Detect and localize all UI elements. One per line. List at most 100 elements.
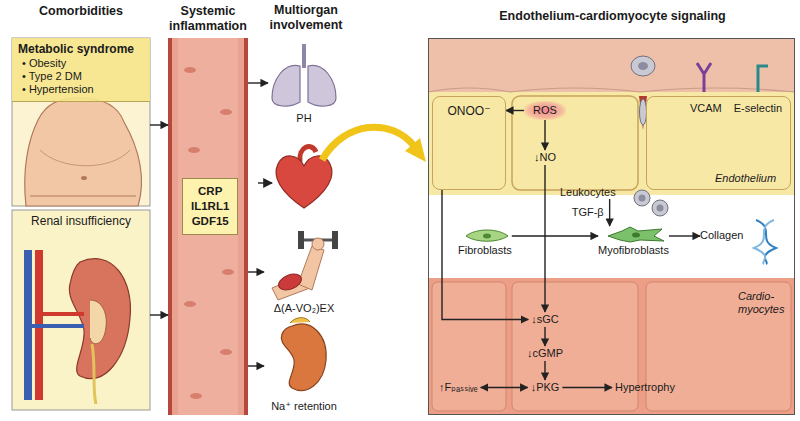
lung <box>272 65 300 106</box>
zoom-arrow <box>322 127 414 160</box>
kidney <box>69 259 130 379</box>
comorbidity-panel-text: • Type 2 DM <box>18 70 144 83</box>
endothelial-cell <box>512 96 638 190</box>
biomarker-box-text: GDF15 <box>191 214 229 229</box>
dumbbell-plate <box>298 231 304 249</box>
vessel-band: Systemic inflammationCRPIL1RL1GDF15 <box>168 38 248 415</box>
connector-arrow <box>669 235 700 236</box>
effect-label-text: Hypertrophy <box>615 381 675 394</box>
forearm <box>298 246 324 290</box>
vessel-cell <box>222 269 234 275</box>
waist-line <box>30 196 136 197</box>
molecule-label: ROS <box>524 101 566 120</box>
vessel-wall <box>244 38 248 415</box>
molecule-label-text: ↑Fₚₐₛₛᵢᵥₑ <box>439 381 478 394</box>
vessel-band-text: Systemic inflammation <box>143 4 273 34</box>
molecule-label: ↑Fₚₐₛₛᵢᵥₑ <box>436 380 481 395</box>
vcam-molecule <box>697 63 711 92</box>
connector-arrow <box>248 365 264 366</box>
column-heading: Multiorgan involvement <box>260 3 352 33</box>
signaling-panel: Endothelium-cardiomyocyte signalingEndot… <box>428 38 795 415</box>
vena-cava <box>24 250 32 400</box>
biomarker-box: CRPIL1RL1GDF15 <box>182 178 238 235</box>
cell-label: Myofibroblasts <box>598 226 669 257</box>
column-heading: Comorbidities <box>12 4 150 19</box>
organ-figure-text: Na⁺ retention <box>271 400 337 413</box>
molecule-label-text: ROS <box>533 104 557 117</box>
molecule-label-text: ↓sGC <box>531 313 559 326</box>
cell-label-text: Leukocytes <box>560 186 616 199</box>
connector-arrow <box>248 82 268 83</box>
edge-label: TGF-β <box>570 206 606 219</box>
comorbidity-panel-text: • Hypertension <box>18 83 144 96</box>
molecule-label-text: ↓NO <box>534 151 556 164</box>
molecule-label: ↓sGC <box>528 312 562 327</box>
fibroblast-nucleus <box>483 234 491 239</box>
leukocyte <box>631 56 655 76</box>
renal-artery <box>43 312 84 316</box>
leukocyte <box>634 190 650 206</box>
cell-label-text: Fibroblasts <box>458 244 512 257</box>
comorbidity-panel: Metabolic syndrome• Obesity• Type 2 DM• … <box>12 38 150 206</box>
cell-label: Collagen <box>700 229 743 242</box>
organ-figure-text: PH <box>296 112 311 125</box>
interstitium-ground <box>428 195 795 278</box>
endothelium-ground <box>428 38 795 195</box>
cardiomyocyte-band-text: Cardio-myocytes <box>738 290 792 316</box>
connector-arrow <box>506 110 524 111</box>
endothelial-cell: ONOO⁻ <box>432 96 506 190</box>
leukocyte-nucleus <box>657 205 664 212</box>
connector-arrow <box>544 361 545 380</box>
trachea <box>302 44 306 68</box>
comorbidity-panel-text: Metabolic syndrome <box>18 42 144 57</box>
organ-figure-text: Δ(A-VO₂)EX <box>274 302 335 315</box>
connector-arrow <box>442 190 528 320</box>
endothelial-cell-text: VCAM <box>690 102 722 115</box>
endothelial-cell-text: E-selectin <box>734 102 782 115</box>
biomarker-box-text: IL1RL1 <box>191 199 229 214</box>
cell-surface <box>428 88 795 92</box>
molecule-label: ↓NO <box>531 150 559 165</box>
endothelium-band: Endothelium ONOO⁻ ROS ↓NO VCAM E-selectin <box>428 38 795 195</box>
effect-label: Hypertrophy <box>612 380 678 395</box>
myofibroblast <box>608 227 664 242</box>
connector-arrow <box>544 120 545 150</box>
leukocyte-nucleus <box>639 195 646 202</box>
endothelial-cell: VCAM E-selectin <box>646 96 791 190</box>
e-selectin-molecule <box>758 66 768 92</box>
fist <box>312 238 324 250</box>
cardiomyocyte-band: Cardio-myocytes ↓sGC ↓cGMP ↑Fₚₐₛₛᵢᵥₑ ↓PKG Hyp… <box>428 278 795 415</box>
panel-ground <box>12 210 150 410</box>
dumbbell-plate <box>332 231 338 249</box>
comorbidity-panel-text: Renal insufficiency <box>12 210 150 228</box>
molecule-label-text: ↓cGMP <box>527 347 563 360</box>
molecule-label-text: ↓PKG <box>531 381 560 394</box>
endothelial-cell-text: ONOO⁻ <box>433 104 505 118</box>
endothelium-band-text: Endothelium <box>715 172 776 185</box>
leukocyte-nucleus <box>638 62 648 70</box>
leukocyte <box>652 200 668 216</box>
navel <box>81 176 87 180</box>
adrenal <box>290 318 310 323</box>
collagen-fibre <box>754 220 774 264</box>
molecule-label: ↓cGMP <box>524 346 566 361</box>
cell-label-text: Myofibroblasts <box>598 244 669 257</box>
organ-figure: Δ(A-VO₂)EX <box>264 228 344 316</box>
vessel-cell <box>220 109 232 115</box>
cell-label-text: Collagen <box>700 229 743 242</box>
vessel-cell <box>188 147 200 153</box>
vessel-cell <box>184 301 196 307</box>
comorbidity-panel-text: • Obesity <box>18 57 144 70</box>
comorbidity-panel: Renal insufficiency <box>12 210 150 410</box>
arrow-to-heart <box>258 182 272 183</box>
kidney <box>281 324 326 390</box>
renal-pelvis <box>90 300 106 344</box>
cardiomyocyte-ground <box>428 278 795 415</box>
belly-fold <box>40 150 130 166</box>
biomarker-box-text: CRP <box>191 184 229 199</box>
vessel-lumen <box>178 38 238 415</box>
body-torso <box>25 98 142 206</box>
vessel-cell <box>184 67 196 73</box>
vessel-cell <box>190 393 202 399</box>
heart <box>276 156 332 208</box>
